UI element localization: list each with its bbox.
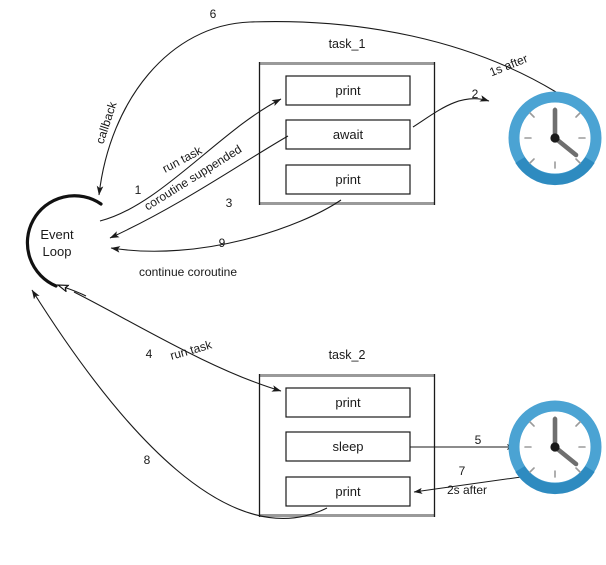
edge-4-label: run task	[168, 337, 214, 362]
edge-5-sleep-to-clock: 5	[410, 433, 516, 450]
task-2-step-sleep: sleep	[285, 431, 411, 462]
edge-2-await-to-clock: 2	[412, 87, 490, 128]
edge-9-continue-coroutine: 9 continue coroutine	[110, 199, 342, 279]
edge-5-number: 5	[475, 433, 482, 447]
clock-icon-task-1	[508, 91, 602, 186]
edge-2-number: 2	[472, 87, 479, 101]
edge-1s-after-label: 1s after	[487, 51, 529, 79]
task-1-step-print-2: print	[285, 164, 411, 195]
task-1-step-label: print	[335, 83, 361, 98]
event-loop-node: Event Loop	[25, 194, 103, 297]
event-loop-label-line1: Event	[40, 227, 74, 242]
task-2-title: task_2	[329, 348, 366, 362]
clock-icon-task-2	[508, 400, 602, 495]
edge-9-label: continue coroutine	[139, 265, 237, 279]
edge-4-number: 4	[146, 347, 153, 361]
edge-8-back-to-loop: 8	[31, 289, 328, 519]
event-loop-label-line2: Loop	[43, 244, 72, 259]
edge-7-2s-after: 7 2s after	[413, 464, 522, 497]
task-1-step-await: await	[285, 119, 411, 150]
task-1-step-label: print	[335, 172, 361, 187]
edge-6-label: callback	[93, 99, 120, 146]
task-2-step-label: sleep	[332, 439, 363, 454]
task-2-step-print-1: print	[285, 387, 411, 418]
task-1-step-print-1: print	[285, 75, 411, 106]
edge-6-number: 6	[210, 7, 217, 21]
edge-4-run-task: 4 run task	[73, 291, 282, 392]
edge-7-number: 7	[459, 464, 466, 478]
task-2-step-label: print	[335, 395, 361, 410]
edge-9-number: 9	[219, 236, 226, 250]
task-1-title: task_1	[329, 37, 366, 51]
edge-1-run-task: 1 run task	[99, 98, 282, 222]
edge-1-number: 1	[135, 183, 142, 197]
task-2-step-label: print	[335, 484, 361, 499]
edge-8-number: 8	[144, 453, 151, 467]
edge-7-label: 2s after	[447, 483, 487, 497]
task-2-step-print-2: print	[285, 476, 411, 507]
edge-3-number: 3	[226, 196, 233, 210]
task-1-step-label: await	[333, 127, 364, 142]
